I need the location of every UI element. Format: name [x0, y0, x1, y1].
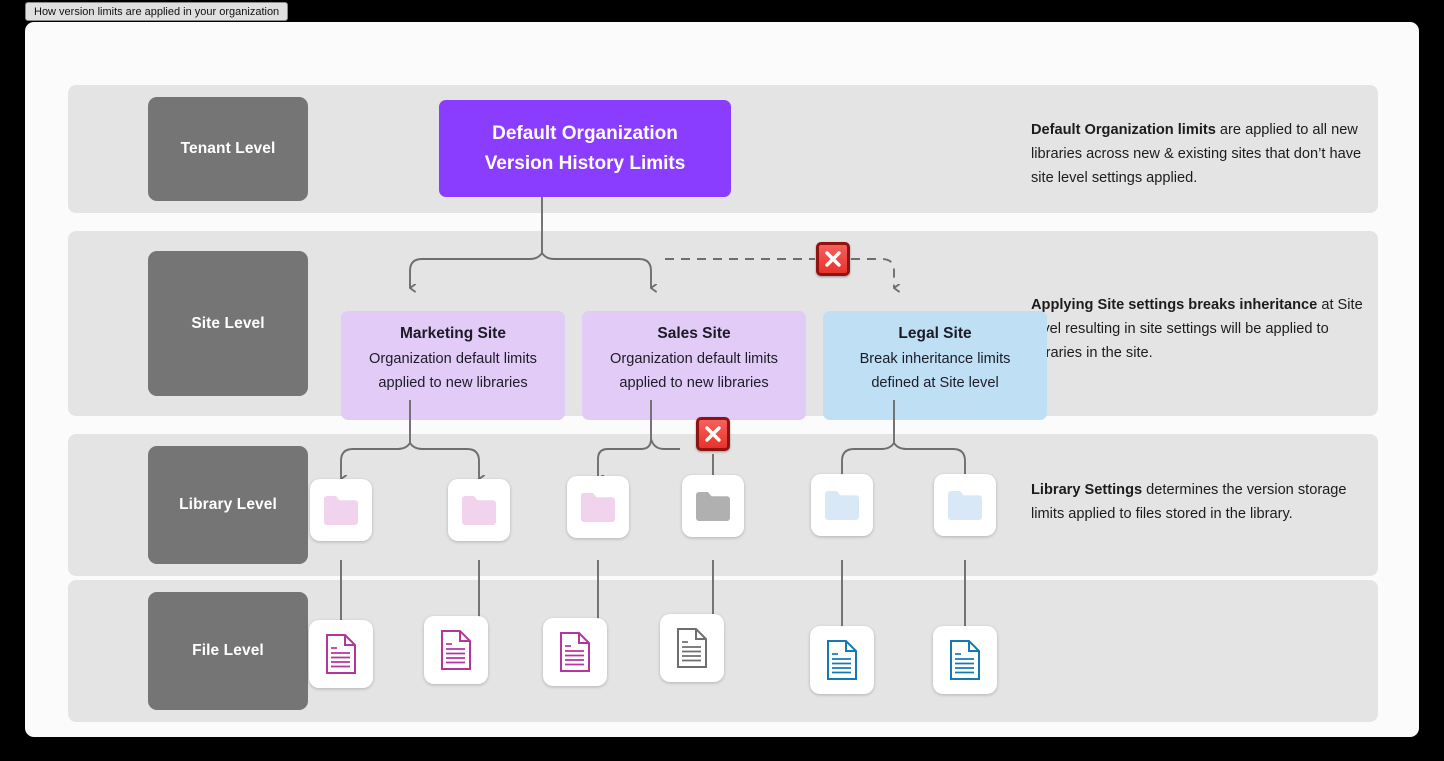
file-tile-6[interactable] [933, 626, 997, 694]
library-tile-6[interactable] [934, 474, 996, 536]
close-icon [825, 251, 841, 267]
root-box-line2: Version History Limits [484, 152, 686, 174]
folder-icon [696, 492, 730, 521]
note-library-rest: determines the version storage limits ap… [1031, 482, 1347, 522]
document-icon [560, 632, 590, 672]
file-tile-5[interactable] [810, 626, 874, 694]
file-tile-4[interactable] [660, 614, 724, 682]
root-box-line1: Default Organization [492, 122, 678, 144]
band-site-level: Site Level Applying Site settings breaks… [68, 231, 1378, 420]
folder-icon [948, 491, 982, 520]
library-tile-4[interactable] [682, 475, 744, 537]
break-inheritance-icon-sales-library[interactable] [696, 417, 730, 451]
site-card-sales-desc2: applied to new libraries [619, 375, 769, 391]
note-tenant-rest: are applied to all new libraries across … [1031, 122, 1362, 186]
document-icon [677, 628, 707, 668]
document-icon [441, 630, 471, 670]
document-icon [827, 640, 857, 680]
note-library-bold: Library Settings [1031, 482, 1143, 498]
site-card-legal[interactable]: Legal Site Break inheritance limits defi… [823, 311, 1047, 420]
site-card-marketing[interactable]: Marketing Site Organization default limi… [341, 311, 565, 420]
site-card-legal-desc1: Break inheritance limits [859, 351, 1011, 367]
library-tile-2[interactable] [448, 479, 510, 541]
note-site: Applying Site settings breaks inheritanc… [1031, 293, 1383, 365]
window-title: How version limits are applied in your o… [25, 2, 289, 21]
site-card-sales-desc1: Organization default limits [610, 351, 778, 367]
document-icon [950, 640, 980, 680]
note-tenant-bold: Default Organization limits [1031, 122, 1216, 138]
break-inheritance-icon-legal[interactable] [816, 242, 850, 276]
folder-icon [324, 496, 358, 525]
site-card-marketing-title: Marketing Site [400, 325, 506, 342]
file-tile-3[interactable] [543, 618, 607, 686]
file-tile-1[interactable] [309, 620, 373, 688]
note-site-bold: Applying Site settings breaks inheritanc… [1031, 297, 1318, 313]
band-tenant-level: Tenant Level Default Organization limits… [68, 85, 1378, 213]
library-tile-5[interactable] [811, 474, 873, 536]
note-library: Library Settings determines the version … [1031, 478, 1383, 526]
level-label-site: Site Level [148, 251, 308, 396]
site-card-sales-title: Sales Site [657, 325, 731, 342]
site-card-marketing-desc2: applied to new libraries [378, 375, 528, 391]
diagram-canvas: Tenant Level Default Organization limits… [25, 22, 1419, 737]
library-tile-1[interactable] [310, 479, 372, 541]
default-organization-limits-box[interactable]: Default Organization Version History Lim… [439, 100, 731, 197]
level-label-library: Library Level [148, 446, 308, 564]
document-icon [326, 634, 356, 674]
level-label-tenant: Tenant Level [148, 97, 308, 201]
note-tenant: Default Organization limits are applied … [1031, 118, 1383, 190]
note-site-rest: at Site level resulting in site settings… [1031, 297, 1363, 361]
file-tile-2[interactable] [424, 616, 488, 684]
library-tile-3[interactable] [567, 476, 629, 538]
site-card-legal-desc2: defined at Site level [871, 375, 999, 391]
folder-icon [581, 493, 615, 522]
level-label-file: File Level [148, 592, 308, 710]
site-card-marketing-desc1: Organization default limits [369, 351, 537, 367]
close-icon [705, 426, 721, 442]
site-card-sales[interactable]: Sales Site Organization default limits a… [582, 311, 806, 420]
site-card-legal-title: Legal Site [898, 325, 972, 342]
folder-icon [825, 491, 859, 520]
folder-icon [462, 496, 496, 525]
